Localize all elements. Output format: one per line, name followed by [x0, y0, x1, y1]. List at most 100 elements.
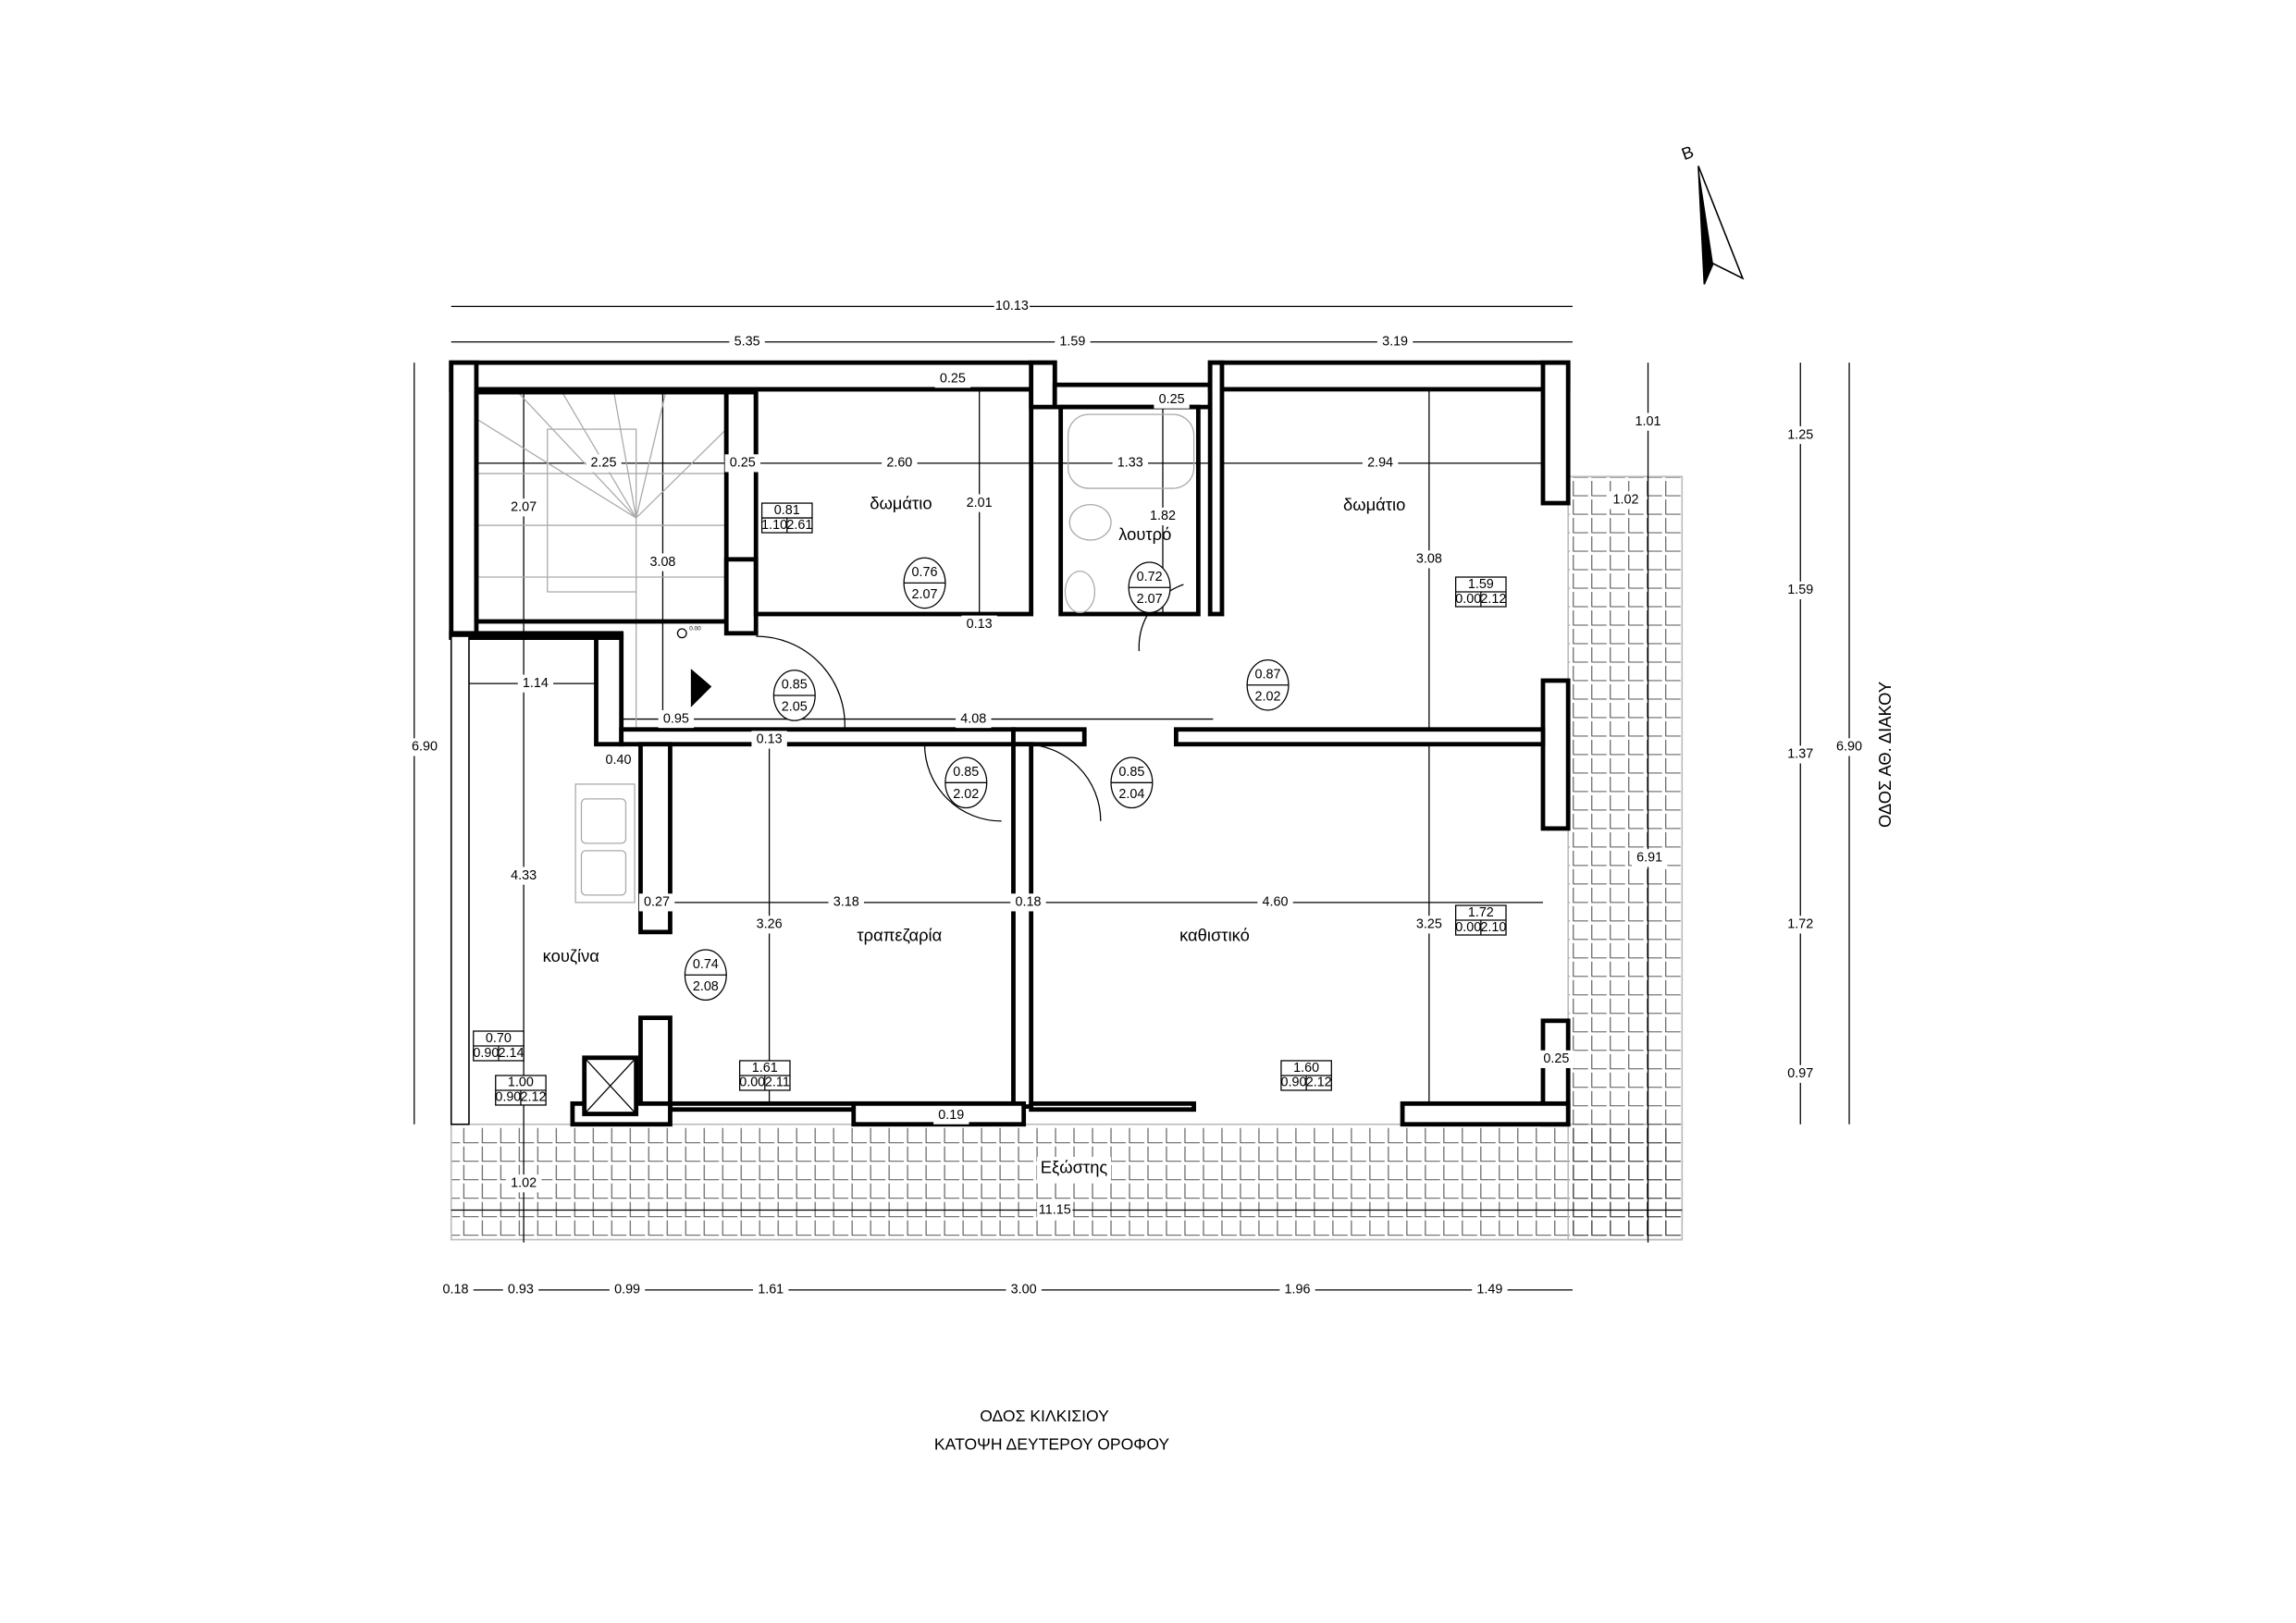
dimension-label: 6.90 [1836, 740, 1862, 755]
door-tag: 0.87 2.02 [1246, 658, 1290, 711]
room-label: δωμάτιο [1343, 495, 1405, 514]
window-sill: 1.10 [761, 518, 787, 533]
dimension-label: 3.19 [1382, 335, 1408, 350]
dimension-label: 1.59 [1787, 583, 1813, 597]
dimension-label: 5.35 [734, 335, 760, 350]
dimension-label: 3.25 [1416, 917, 1442, 932]
door-height: 2.02 [1255, 689, 1281, 704]
window-sill: 0.90 [473, 1046, 499, 1061]
window-height: 2.12 [1306, 1076, 1332, 1090]
dimension-label: 2.25 [590, 456, 616, 471]
window-height: 2.11 [765, 1076, 790, 1090]
dimension-label: 10.13 [995, 299, 1029, 314]
door-width: 0.87 [1255, 667, 1281, 682]
dimension-label: 0.27 [644, 895, 670, 910]
room-label: δωμάτιο [870, 494, 932, 513]
door-tag: 0.74 2.08 [684, 949, 727, 1002]
dimension-label: 1.25 [1787, 427, 1813, 442]
dimension-label: 2.60 [886, 456, 912, 471]
walls [449, 360, 1571, 1127]
door-width: 0.72 [1137, 570, 1163, 584]
dimension-label: 2.01 [967, 496, 993, 510]
dimension-label: 3.08 [1416, 552, 1442, 567]
dimension-label: 2.94 [1367, 456, 1393, 471]
dimension-label: 2.07 [511, 500, 537, 515]
window-sill: 0.00 [1455, 592, 1481, 607]
bathtub [1068, 413, 1195, 489]
dimension-label: 4.33 [511, 868, 537, 883]
dimension-label: 3.18 [833, 895, 859, 910]
dimension-label: 1.02 [511, 1176, 537, 1191]
window-sill: 0.00 [1455, 920, 1481, 935]
window-sill: 0.90 [495, 1090, 521, 1105]
door-width: 0.74 [693, 957, 719, 972]
window-width: 0.70 [486, 1031, 512, 1046]
window-height: 2.12 [1480, 592, 1506, 607]
dimension-label: 0.93 [508, 1283, 534, 1297]
dimension-label: 4.08 [960, 711, 986, 726]
dimension-label: 1.37 [1787, 747, 1813, 762]
window-width: 1.72 [1468, 905, 1494, 920]
window-width: 1.61 [752, 1061, 778, 1076]
dimension-label: 1.33 [1117, 456, 1143, 471]
window-height: 2.12 [521, 1090, 547, 1105]
dimension-label: 1.72 [1787, 917, 1813, 932]
door-width: 0.76 [912, 565, 938, 580]
dimension-label: 0.25 [1543, 1051, 1569, 1066]
svg-text:0.00: 0.00 [689, 626, 701, 633]
window-width: 0.81 [774, 503, 800, 518]
room-label: τραπεζαρία [857, 925, 942, 944]
dimension-label: 0.13 [967, 617, 993, 632]
dimension-label: 6.91 [1636, 851, 1662, 866]
dimension-label: 1.82 [1150, 509, 1176, 523]
window-width: 1.00 [508, 1076, 534, 1090]
door-height: 2.04 [1118, 787, 1144, 802]
dimension-label: 1.96 [1285, 1283, 1311, 1297]
room-label: κουζίνα [543, 946, 600, 965]
dimension-label: 1.02 [1613, 493, 1639, 508]
dimension-label: 0.97 [1787, 1066, 1813, 1081]
window-sill: 0.00 [739, 1076, 765, 1090]
door-tags: 0.762.070.722.070.852.050.872.020.852.02… [684, 557, 1290, 1002]
door-tag: 0.852.05 [772, 670, 816, 721]
window-height: 2.14 [499, 1046, 525, 1061]
door-height: 2.07 [912, 587, 938, 602]
window-width: 1.59 [1468, 577, 1494, 592]
north-arrow-icon: B [1679, 141, 1745, 285]
door-width: 0.85 [953, 765, 979, 780]
dimension-label: 0.25 [940, 372, 966, 387]
dimension-label: 3.00 [1011, 1283, 1037, 1297]
dimension-label: 1.01 [1636, 414, 1661, 429]
door-height: 2.08 [693, 979, 719, 994]
door-width: 0.85 [782, 678, 808, 693]
dimension-label: 1.59 [1059, 335, 1085, 350]
dimension-label: 1.14 [523, 676, 549, 691]
dimension-label: 3.08 [649, 555, 675, 570]
dimension-label: 0.18 [1015, 895, 1041, 910]
dimension-label: 0.18 [443, 1283, 469, 1297]
level-mark: 0.00 [676, 626, 701, 639]
dimension-labels: 10.13 5.35 1.59 3.19 0.25 0.25 2.25 0.25 2.60 1.3… [406, 297, 1868, 1299]
room-label: καθιστικό [1179, 925, 1250, 944]
dimension-label: 0.19 [938, 1108, 964, 1123]
door-tag: 0.76 2.07 [903, 557, 946, 609]
door-tag: 0.722.07 [1128, 561, 1171, 614]
north-label: B [1679, 141, 1697, 164]
window-height: 2.61 [786, 518, 812, 533]
window-width: 1.60 [1293, 1061, 1319, 1076]
dimension-label: 3.26 [757, 917, 783, 932]
dimension-label: 0.99 [614, 1283, 640, 1297]
toilet [1064, 504, 1112, 614]
dimension-label: 0.25 [730, 456, 756, 471]
dimension-label: 1.49 [1476, 1283, 1502, 1297]
dimension-label: 6.90 [412, 740, 438, 755]
